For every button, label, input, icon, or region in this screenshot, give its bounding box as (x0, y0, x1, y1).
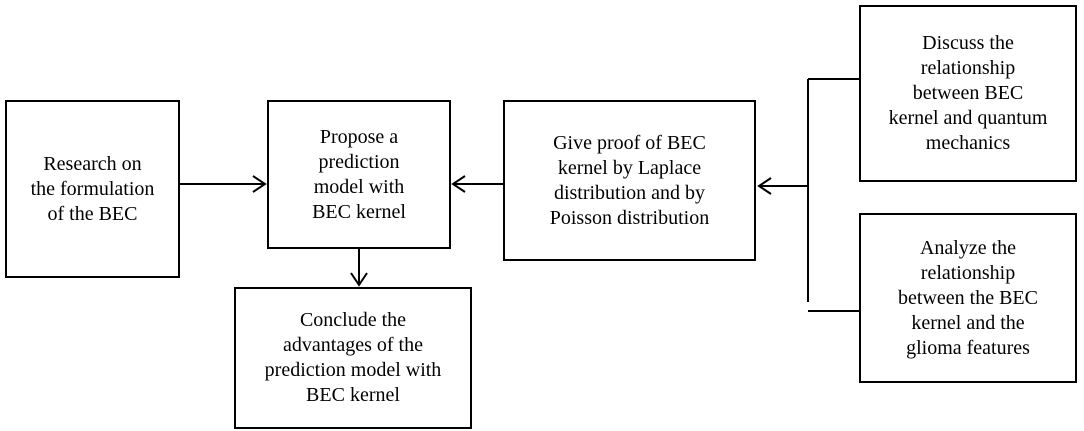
node-proof-line: kernel by Laplace (557, 156, 702, 179)
node-research: Research on the formulation of the BEC (5, 100, 180, 278)
node-research-line: Research on (43, 152, 142, 175)
node-propose-line: model with (313, 175, 405, 198)
node-discuss-line: between BEC (912, 82, 1024, 104)
node-analyze: Analyze the relationship between the BEC… (859, 213, 1077, 383)
edge-research-to-propose (180, 175, 267, 193)
node-conclude-line: Conclude the (299, 309, 407, 331)
node-proof-line: distribution and by (553, 181, 706, 204)
node-research-line: the formulation (30, 177, 155, 200)
node-conclude-line: BEC kernel (306, 384, 400, 406)
node-research-line: of the BEC (47, 202, 138, 225)
edge-bracket-to-proof (757, 78, 859, 312)
node-discuss-line: mechanics (925, 132, 1011, 154)
edge-proof-to-propose (451, 175, 503, 193)
node-analyze-line: relationship (920, 261, 1016, 284)
node-conclude: Conclude the advantages of the predictio… (234, 287, 472, 429)
node-discuss: Discuss the relationship between BEC ker… (859, 5, 1077, 182)
node-propose-line: prediction (318, 150, 400, 173)
node-propose: Propose a prediction model with BEC kern… (267, 100, 451, 249)
node-conclude-line: advantages of the (283, 334, 423, 356)
node-proof-line: Give proof of BEC (553, 131, 706, 154)
node-propose-line: BEC kernel (312, 200, 406, 223)
node-conclude-line: prediction model with (264, 359, 442, 381)
node-analyze-line: glioma features (906, 336, 1030, 359)
node-analyze-line: between the BEC (898, 286, 1038, 309)
node-analyze-line: Analyze the (919, 236, 1017, 259)
node-propose-line: Propose a (319, 125, 399, 148)
node-proof: Give proof of BEC kernel by Laplace dist… (503, 100, 756, 261)
node-analyze-line: kernel and the (911, 311, 1025, 334)
node-discuss-line: Discuss the (922, 32, 1014, 54)
node-discuss-line: kernel and quantum (888, 107, 1048, 129)
edge-propose-to-conclude (350, 249, 368, 287)
node-discuss-line: relationship (920, 57, 1016, 79)
node-proof-line: Poisson distribution (549, 206, 710, 229)
